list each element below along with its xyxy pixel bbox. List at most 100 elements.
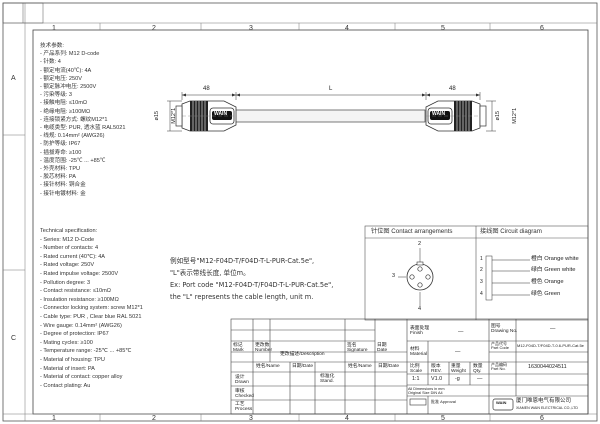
number-label: 更改数 Number: [255, 343, 273, 354]
spec-cn-line: 技术参数:: [40, 43, 64, 49]
right-thread-label: M12*1: [512, 107, 519, 124]
company-name-cn: 厦门唯恩电气有限公司: [516, 398, 572, 404]
left-brand-label: WAIN: [214, 111, 228, 117]
ruler-top-6: 6: [540, 25, 544, 32]
spec-en-line: - Rated voltage: 250V: [40, 262, 95, 269]
part-code-label: 产品代号 Part Code: [491, 341, 510, 351]
spec-cn-line: - 电缆类型: PUR, 透水蓝 RAL5021: [40, 125, 126, 131]
checked-label: 审核 Checked: [235, 389, 254, 400]
spec-en-line: Technical specification:: [40, 228, 98, 234]
spec-en-line: - Pollution degree: 3: [40, 279, 91, 286]
drawing-no-value: —: [550, 326, 556, 332]
wire-label-1: 橙白 Orange white: [531, 256, 579, 262]
scale-label: 比例 Scale: [410, 364, 422, 375]
note-line-1: 例如型号"M12-F04D-T/F04D-T-L-PUR-Cat.5e",: [170, 257, 315, 265]
spec-en-line: - Degree of protection: IP67: [40, 331, 109, 338]
dim-left-diameter: ø15: [153, 111, 160, 121]
spec-en-line: - Insulation resistance: ≥100MΩ: [40, 296, 119, 303]
spec-cn-line: - 接针电镀材料: 金: [40, 190, 86, 197]
dimensions-note: All Dimensions in mm Original Size DIN A…: [408, 387, 445, 396]
spec-en-line: - Mating cycles: ≥100: [40, 339, 93, 346]
circuit-pin-1: 1: [480, 256, 483, 262]
company-name-en: XIAMEN WAIN ELECTRICAL CO.,LTD: [516, 406, 578, 410]
spec-en-line: - Cable type: PUR , Clear blue RAL 5021: [40, 314, 142, 320]
spec-cn-line: - 温度范围: -25℃ ... +85℃: [40, 157, 106, 164]
description-label: 更改描述/Description: [280, 352, 325, 357]
spec-cn-line: - 胶芯材料: PA: [40, 174, 76, 181]
wire-label-4: 绿色 Green: [531, 291, 561, 297]
stand-label: 标准化 Stand.: [320, 374, 335, 385]
circuit-diagram: [485, 255, 530, 301]
ruler-bottom-2: 2: [152, 415, 156, 422]
circuit-pin-2: 2: [480, 267, 483, 273]
spec-en-line: - Contact resistance: ≤10mΩ: [40, 288, 111, 295]
ruler-top-1: 1: [52, 25, 56, 32]
date-label-1: 日期/Date: [292, 364, 314, 369]
ruler-top-5: 5: [441, 25, 445, 32]
note-line-4: the "L" represents the cable length, uni…: [170, 293, 314, 301]
name-label-1: 姓名/Name: [256, 364, 280, 369]
pin-label-3-left: 3: [392, 273, 396, 279]
ruler-top-2: 2: [152, 25, 156, 32]
left-connector: [181, 100, 237, 132]
spec-en-line: - Series: M12 D-Code: [40, 236, 95, 243]
cable-assembly-drawing: [167, 92, 496, 132]
rev-label: 版本 REV.: [431, 364, 442, 375]
name-label-2: 姓名/Name: [348, 364, 372, 369]
spec-cn-line: - 额定脉冲电压: 2500V: [40, 84, 97, 90]
spec-en-line: - Contact plating: Au: [40, 382, 91, 389]
spec-cn-line: - 接触电阻: ≤10mΩ: [40, 100, 88, 107]
dim-right-diameter: ø15: [494, 111, 501, 121]
spec-cn-line: - 产品系列: M12 D-code: [40, 51, 100, 58]
material-label: 材料 Material: [410, 347, 428, 358]
part-code-value: M12-F04D-T/F04D-T-0.6-PUR-Cat.5e: [517, 343, 584, 348]
part-no-value: 1630044024511: [528, 364, 567, 370]
contact-arrangement-header: 针位图 Contact arrangements: [371, 228, 453, 235]
date-label-2: 日期/Date: [378, 364, 400, 369]
approval-label: 批准 Approval: [431, 399, 456, 404]
spec-en-line: - Connector locking system: screw M12*1: [40, 305, 143, 312]
spec-cn-line: - 额定电流(40℃): 4A: [40, 67, 92, 74]
spec-en-line: - Material of insert: PA: [40, 365, 95, 372]
spec-cn-line: - 污染等级: 3: [40, 92, 73, 99]
wire-label-3: 橙色 Orange: [531, 279, 564, 285]
ruler-left-a: A: [11, 75, 16, 82]
ruler-bottom-6: 6: [540, 415, 544, 422]
rev-value: V1.0: [431, 376, 443, 382]
date-label: 日期 Date: [377, 343, 388, 354]
spec-en-line: - Material of contact: copper alloy: [40, 374, 123, 381]
spec-en-line: - Material of housing: TPU: [40, 357, 105, 363]
spec-en-line: - Temperature range: -25℃ ... +85℃: [40, 348, 132, 355]
ruler-top-3: 3: [249, 25, 253, 32]
title-logo-text: WAIN: [496, 400, 507, 405]
material-value: —: [455, 349, 461, 355]
ruler-top-4: 4: [345, 25, 349, 32]
spec-cn-line: - 连接锁紧方式: 螺纹M12*1: [40, 116, 108, 123]
left-thread-label: M12*1: [171, 107, 178, 124]
qty-value: —: [477, 376, 483, 382]
contact-arrangement: [398, 248, 434, 306]
spec-cn-line: - 绝缘电阻: ≥100MΩ: [40, 108, 91, 115]
scale-value: 1:1: [412, 376, 420, 382]
dim-left-length: 48: [203, 86, 210, 92]
spec-cn-line: - 插拔寿命: ≥100: [40, 149, 82, 156]
spec-en-line: - Number of contacts: 4: [40, 245, 99, 252]
dim-cable-length: L: [329, 86, 333, 92]
spec-en-line: - Rated impulse voltage: 2500V: [40, 271, 119, 277]
circuit-pin-3: 3: [480, 279, 483, 285]
right-brand-label: WAIN: [432, 111, 446, 117]
ruler-left-c: C: [11, 335, 17, 342]
drawn-label: 设计 Drawn: [235, 375, 249, 386]
spec-cn-line: - 额定电压: 250V: [40, 75, 82, 82]
pin-label-2-top: 2: [418, 241, 422, 247]
spec-cn-line: - 外壳材料: TPU: [40, 166, 81, 172]
spec-cn-line: - 防护等级: IP67: [40, 141, 81, 148]
weight-label: 重量 Weight: [451, 364, 466, 375]
finish-label: 表面处理 Finish: [410, 326, 430, 337]
circuit-pin-4: 4: [480, 291, 483, 297]
spec-cn-line: - 针数: 4: [40, 59, 61, 66]
pin-label-4-bottom: 4: [418, 306, 422, 312]
spec-cn-line: - 接针材料: 铜合金: [40, 182, 86, 189]
spec-en-line: - Rated current (40℃): 4A: [40, 253, 106, 260]
circuit-diagram-header: 接线图 Circuit diagram: [480, 228, 542, 235]
